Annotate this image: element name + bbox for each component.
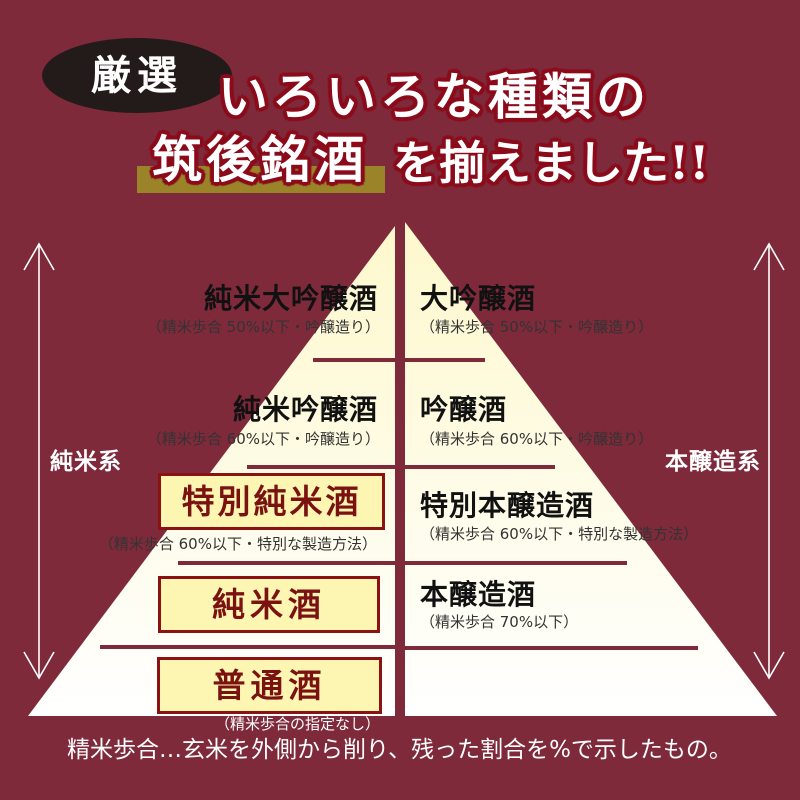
tier-name: 特別純米酒 [181, 482, 362, 521]
tier-spec: （精米歩合 70%以下） [420, 613, 579, 631]
junmai-axis-label: 純米系 [50, 448, 122, 475]
highlighted-tier-box: 純米酒 [158, 576, 380, 633]
tier-spec: （精米歩合 60%以下・特別な製造方法） [420, 525, 699, 543]
highlighted-tier-box: 特別純米酒 [158, 473, 385, 530]
highlight-bar [137, 166, 385, 193]
vertical-double-arrow-icon [23, 242, 55, 680]
tier-spec: （精米歩合 60%以下・吟醸造り） [420, 430, 654, 448]
tier-name: 純米大吟醸酒 [203, 282, 378, 315]
tier-spec: （精米歩合 50%以下・吟醸造り） [146, 318, 380, 336]
tier-spec: （精米歩合 50%以下・吟醸造り） [420, 318, 654, 336]
honjozo-axis-label: 本醸造系 [665, 448, 761, 475]
vertical-double-arrow-icon [753, 242, 785, 680]
tier-spec: （精米歩合の指定なし） [214, 715, 380, 733]
pyramid-right-half [405, 222, 777, 716]
polishing-ratio-footnote: 精米歩合…玄米を外側から削り、残った割合を%で示したもの。 [67, 737, 732, 763]
tier-dividers [100, 358, 698, 650]
tier-spec: （精米歩合 60%以下・特別な製造方法） [98, 535, 377, 553]
tier-name: 普通酒 [212, 666, 327, 705]
tier-name: 純米酒 [212, 585, 326, 624]
selection-badge: 厳選 [42, 38, 232, 113]
tier-name: 吟醸酒 [420, 393, 508, 426]
tier-name: 大吟醸酒 [420, 282, 537, 315]
tier-name: 本醸造酒 [420, 578, 537, 611]
headline-line1: いろいろな種類の [218, 67, 650, 126]
badge-label: 厳選 [91, 51, 183, 99]
tier-name: 純米吟醸酒 [232, 393, 378, 426]
highlighted-tier-box: 普通酒 [157, 657, 382, 714]
headline-line2: を揃えました!! [393, 136, 710, 190]
headline-highlight: 筑後銘酒 [152, 130, 368, 189]
tier-spec: （精米歩合 60%以下・吟醸造り） [146, 430, 380, 448]
tier-name: 特別本醸造酒 [420, 489, 595, 522]
